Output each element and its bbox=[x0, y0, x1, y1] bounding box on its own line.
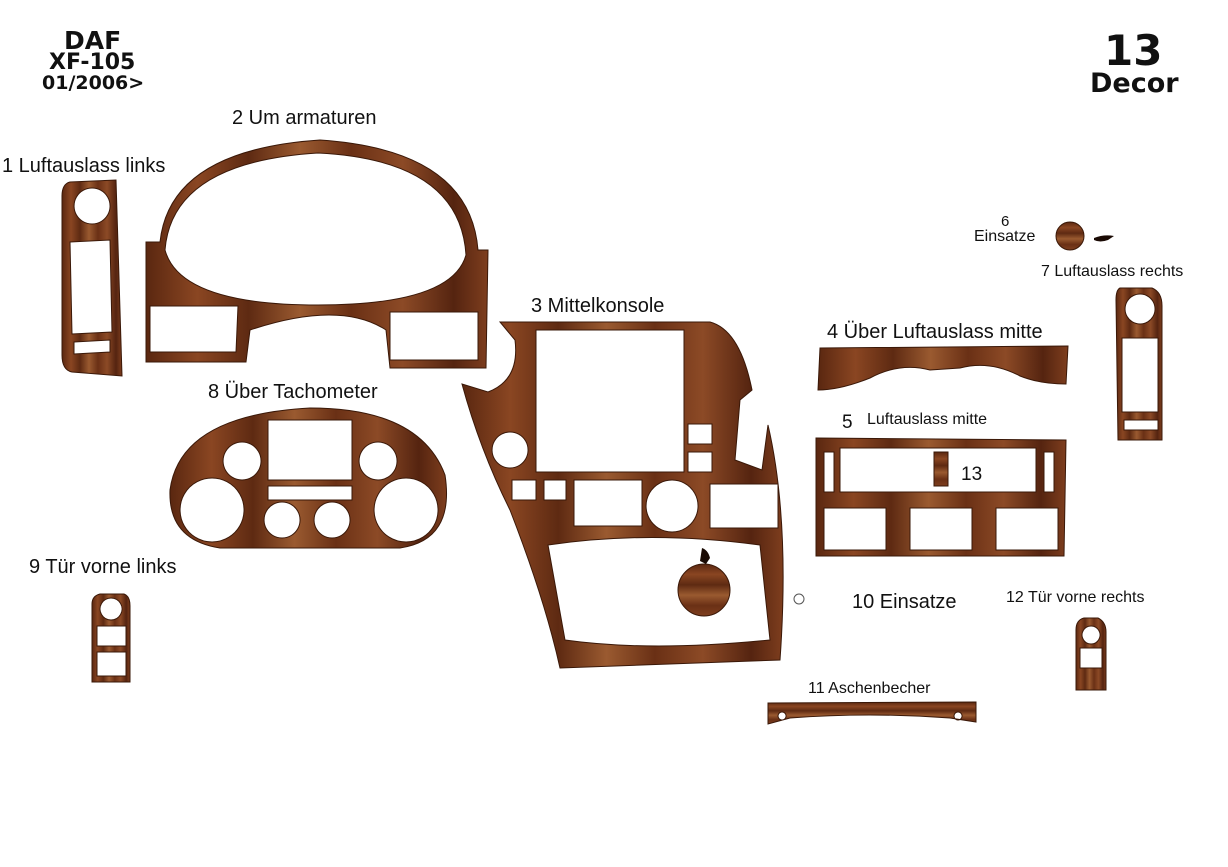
label-part-9: 9 Tür vorne links bbox=[29, 556, 177, 578]
label-part-3: 3 Mittelkonsole bbox=[531, 295, 665, 317]
part-7-right-air-vent bbox=[1115, 287, 1163, 441]
part-3-center-console bbox=[461, 321, 784, 669]
label-part-6-number: 6 bbox=[1001, 213, 1010, 230]
part-12-front-right-door bbox=[1075, 617, 1107, 691]
part-9-front-left-door bbox=[91, 593, 131, 683]
label-part-2: 2 Um armaturen bbox=[232, 107, 377, 129]
part-11-ashtray bbox=[767, 701, 977, 725]
part-8-above-speedometer bbox=[169, 407, 447, 549]
part-6-inserts bbox=[1055, 221, 1114, 251]
label-part-11: 11 Aschenbecher bbox=[808, 680, 931, 697]
label-part-5-name: Luftauslass mitte bbox=[867, 411, 988, 428]
decor-label: Decor bbox=[1090, 68, 1179, 99]
part-3-insert-knob bbox=[677, 548, 731, 617]
label-part-7: 7 Luftauslass rechts bbox=[1041, 263, 1184, 280]
label-part-12: 12 Tür vorne rechts bbox=[1006, 589, 1145, 606]
date-label: 01/2006> bbox=[42, 72, 145, 94]
part-1-left-air-vent bbox=[61, 179, 123, 377]
label-part-4: 4 Über Luftauslass mitte bbox=[827, 321, 1043, 343]
label-part-5-number: 5 bbox=[842, 412, 853, 433]
part-13-small-insert bbox=[933, 451, 949, 487]
label-part-1: 1 Luftauslass links bbox=[2, 155, 166, 177]
part-count-label: 13 bbox=[1104, 26, 1163, 75]
model-label: XF-105 bbox=[49, 50, 136, 75]
part-2-instrument-surround bbox=[145, 139, 489, 369]
label-part-13: 13 bbox=[961, 464, 983, 485]
label-part-8: 8 Über Tachometer bbox=[208, 381, 378, 403]
part-10-insert-marker bbox=[793, 593, 805, 605]
part-4-above-center-vent bbox=[817, 345, 1069, 391]
brand-label: DAF bbox=[64, 26, 122, 55]
label-part-6-name: Einsatze bbox=[974, 228, 1036, 245]
label-part-10: 10 Einsatze bbox=[852, 591, 957, 613]
part-5-center-air-vent bbox=[815, 437, 1067, 557]
